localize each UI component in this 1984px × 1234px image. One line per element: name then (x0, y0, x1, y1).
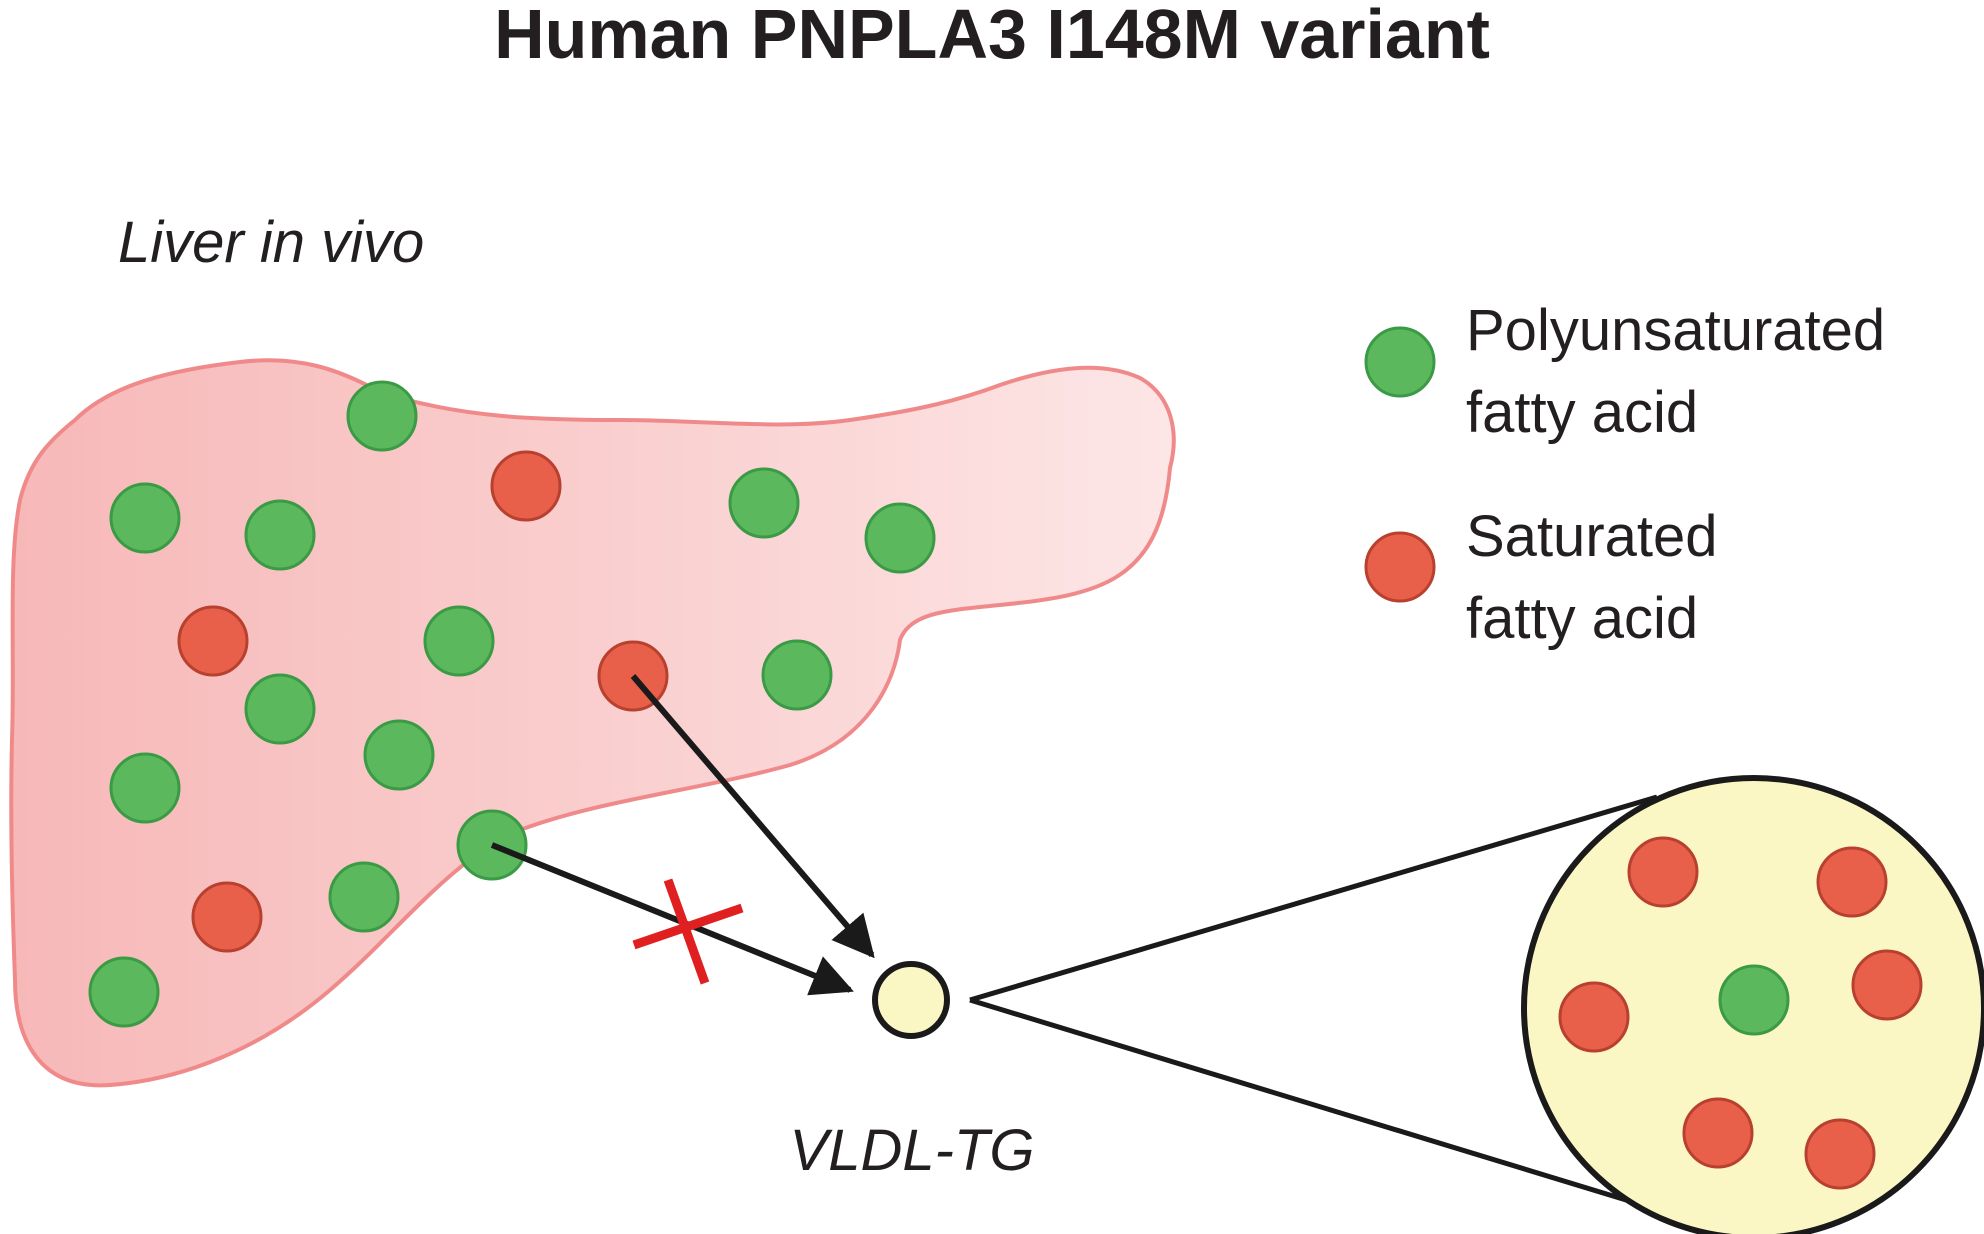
vldl-fatty-acids (1558, 836, 1923, 1190)
sfa-to-vldl-arrow (630, 674, 875, 959)
sfa-dot (1804, 1118, 1876, 1190)
sfa-dot (191, 881, 263, 953)
sfa-dot (1816, 846, 1888, 918)
legend-sfa-line2: fatty acid (1466, 586, 1698, 651)
sfa-dot (1851, 949, 1923, 1021)
vldl-label: VLDL-TG (790, 1118, 1035, 1183)
pufa-dot (1718, 964, 1790, 1036)
legend-pufa-swatch (1364, 326, 1436, 398)
liver-label: Liver in vivo (118, 210, 424, 275)
pufa-dot (346, 380, 418, 452)
diagram-title: Human PNPLA3 I148M variant (494, 0, 1490, 73)
pufa-dot (109, 752, 181, 824)
pufa-dot (88, 956, 160, 1028)
blocked-cross-icon (632, 878, 744, 985)
pufa-dot (109, 482, 181, 554)
sfa-dot (177, 605, 249, 677)
legend-pufa-line2: fatty acid (1466, 380, 1698, 445)
pufa-dot (244, 673, 316, 745)
sfa-dot (1682, 1097, 1754, 1169)
pufa-dot (864, 502, 936, 574)
sfa-dot (1627, 836, 1699, 908)
pufa-to-vldl-arrow (490, 842, 854, 996)
zoom-line-top (969, 794, 1658, 1003)
legend: Polyunsaturated fatty acid Saturated fat… (1364, 298, 1885, 651)
pufa-dot (728, 467, 800, 539)
sfa-dot (490, 450, 562, 522)
liver-fatty-acids (88, 380, 936, 1028)
zoom-line-bottom (969, 997, 1637, 1206)
legend-sfa-swatch (1364, 531, 1436, 603)
pufa-dot (244, 499, 316, 571)
pufa-dot (761, 639, 833, 711)
vldl-particle (872, 961, 950, 1039)
liver-shape (9, 358, 1176, 1088)
legend-pufa-line1: Polyunsaturated (1466, 298, 1885, 363)
pufa-dot (423, 605, 495, 677)
legend-sfa-line1: Saturated (1466, 504, 1718, 569)
pufa-dot (328, 861, 400, 933)
sfa-dot (1558, 981, 1630, 1053)
pufa-dot (363, 719, 435, 791)
